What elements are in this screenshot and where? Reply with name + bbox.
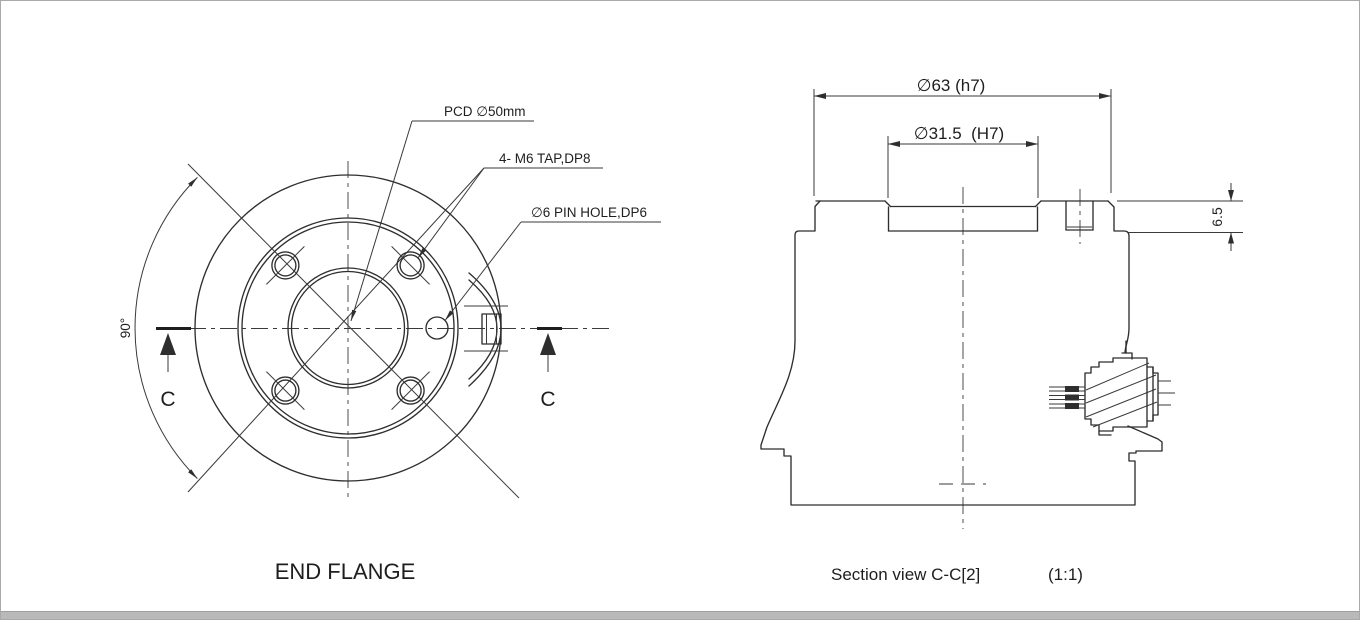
angle-dimension-arc bbox=[134, 177, 198, 479]
tap-hole-lower-left bbox=[266, 371, 305, 410]
section-view: ∅63 (h7) ∅31.5 (H7) 6.5 Section view C-C… bbox=[760, 76, 1243, 584]
section-scale-label: (1:1) bbox=[1048, 565, 1083, 584]
tap-hole-upper-left bbox=[266, 246, 305, 285]
pin-label: ∅6 PIN HOLE,DP6 bbox=[531, 205, 647, 220]
pcd-leader bbox=[350, 120, 534, 322]
tap-hole-upper-right bbox=[391, 246, 430, 285]
section-marker-left: C bbox=[156, 327, 191, 411]
diagonal-line-1 bbox=[187, 163, 520, 499]
dim-bore-text: ∅31.5 (H7) bbox=[914, 124, 1004, 143]
flange-face-circle-inner bbox=[241, 221, 455, 435]
connector-wires bbox=[1049, 386, 1085, 409]
housing-outline bbox=[760, 200, 1163, 506]
section-marker-right: C bbox=[537, 327, 562, 411]
arc-arrowhead-top bbox=[188, 177, 198, 187]
flange-face-circle-outer bbox=[237, 217, 459, 439]
angle-label: 90° bbox=[118, 318, 133, 338]
pin-slot bbox=[1065, 200, 1094, 231]
connector-assembly bbox=[1049, 340, 1175, 436]
housing-right-wall bbox=[1107, 200, 1130, 354]
dim-bore-diameter: ∅31.5 (H7) bbox=[887, 124, 1039, 198]
bore-circle-inner bbox=[290, 270, 406, 386]
bore-recess bbox=[884, 200, 1042, 232]
bore-circle-outer bbox=[287, 267, 409, 389]
dim-flange-depth: 6.5 bbox=[1117, 183, 1243, 251]
pcd-label: PCD ∅50mm bbox=[444, 104, 526, 119]
tap-leader bbox=[417, 167, 603, 259]
pin-hole bbox=[425, 316, 449, 340]
tap-label: 4- M6 TAP,DP8 bbox=[499, 151, 591, 166]
connector-bump bbox=[464, 272, 508, 387]
flange-view-title: END FLANGE bbox=[275, 559, 416, 584]
dim-depth-text: 6.5 bbox=[1209, 207, 1225, 227]
section-letter-left: C bbox=[160, 388, 175, 411]
section-view-title: Section view C-C[2] bbox=[831, 565, 980, 584]
bottom-border-bar bbox=[1, 611, 1359, 619]
end-flange-view: 90° bbox=[118, 104, 661, 584]
dim-outer-text: ∅63 (h7) bbox=[917, 76, 986, 95]
arc-arrowhead-bottom bbox=[188, 469, 198, 479]
section-letter-right: C bbox=[540, 388, 555, 411]
dim-outer-diameter: ∅63 (h7) bbox=[813, 76, 1112, 196]
pin-leader bbox=[444, 221, 661, 321]
diagonal-line-2 bbox=[187, 167, 485, 493]
tap-hole-lower-right bbox=[391, 371, 430, 410]
